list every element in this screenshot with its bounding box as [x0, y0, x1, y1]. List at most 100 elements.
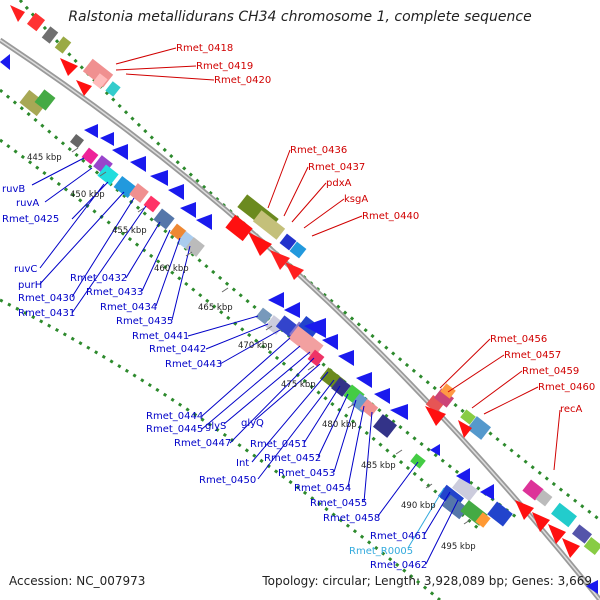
gene-label[interactable]: Rmet_R0005: [349, 546, 413, 557]
map-title: Ralstonia metallidurans CH34 chromosome …: [68, 9, 532, 25]
gene-block: [153, 208, 175, 230]
gene-label[interactable]: ksgA: [344, 194, 368, 205]
gene-label[interactable]: Rmet_0437: [308, 162, 365, 173]
tick-label: 445 kbp: [27, 153, 62, 163]
gene-label[interactable]: Rmet_0440: [362, 211, 419, 222]
gene-arrow: [84, 124, 98, 138]
leader-line: [223, 351, 311, 425]
leader-line: [201, 345, 301, 430]
gene-label[interactable]: Rmet_0444: [146, 411, 203, 422]
gene-label[interactable]: Rmet_0447: [174, 438, 231, 449]
forward-leader-lines: [115, 47, 561, 471]
gene-arrow: [515, 500, 534, 520]
gene-arrow: [100, 132, 114, 146]
leader-line: [125, 73, 215, 81]
gene-label[interactable]: Rmet_0436: [290, 145, 347, 156]
gene-arrow: [562, 538, 580, 558]
gene-arrow: [268, 292, 284, 308]
gene-label[interactable]: glyS: [205, 421, 226, 432]
gene-block: [475, 512, 491, 528]
leader-line: [187, 315, 259, 337]
gene-label[interactable]: Rmet_0453: [278, 468, 335, 479]
gene-block: [81, 147, 99, 165]
gene-block: [410, 453, 426, 469]
gene-label[interactable]: Rmet_0443: [165, 359, 222, 370]
gene-label[interactable]: Rmet_0461: [370, 531, 427, 542]
leader-line: [229, 357, 315, 444]
tick-label: 475 kbp: [281, 380, 316, 390]
gene-label[interactable]: Rmet_0450: [199, 475, 256, 486]
gene-label[interactable]: Int: [236, 458, 249, 469]
gene-label[interactable]: Rmet_0458: [323, 513, 380, 524]
gene-arrow: [285, 262, 304, 280]
reverse-inner-dotted-track: [0, 138, 481, 532]
leader-line: [39, 191, 125, 285]
gene-block: [92, 73, 108, 89]
gene-label[interactable]: Rmet_0460: [538, 382, 595, 393]
leader-line: [311, 215, 363, 237]
leader-line: [115, 65, 197, 71]
gene-label[interactable]: Rmet_0456: [490, 334, 547, 345]
gene-label[interactable]: Rmet_0451: [250, 439, 307, 450]
gene-label[interactable]: Rmet_0433: [86, 287, 143, 298]
gene-label[interactable]: Rmet_0452: [264, 453, 321, 464]
gene-label[interactable]: Rmet_0462: [370, 560, 427, 571]
gene-block: [105, 81, 121, 97]
gene-label[interactable]: Rmet_0432: [70, 273, 127, 284]
leader-line: [219, 329, 281, 365]
leader-line: [31, 157, 85, 186]
leader-line: [44, 167, 93, 203]
leader-line: [171, 245, 191, 321]
reverse-leader-lines: [31, 157, 459, 565]
tick: [347, 403, 355, 409]
leader-line: [425, 499, 459, 565]
gene-label[interactable]: Rmet_0418: [176, 43, 233, 54]
gene-label[interactable]: ruvC: [14, 264, 37, 275]
accession-label: Accession: NC_007973: [9, 574, 146, 588]
reverse-genes: [0, 54, 598, 594]
gene-label[interactable]: ruvA: [16, 198, 39, 209]
leader-line: [347, 405, 365, 488]
tick: [99, 171, 107, 177]
gene-block: [54, 36, 72, 54]
tick: [425, 483, 433, 489]
gene-arrow: [150, 170, 168, 186]
gene-label[interactable]: purH: [18, 280, 42, 291]
leader-line: [423, 491, 451, 536]
gene-label[interactable]: Rmet_0442: [149, 344, 206, 355]
gene-arrow: [586, 580, 598, 594]
gene-arrow: [10, 5, 25, 22]
gene-label[interactable]: ruvB: [2, 184, 25, 195]
leader-line: [251, 371, 329, 463]
gene-label[interactable]: Rmet_0420: [214, 75, 271, 86]
forward-gene-labels: Rmet_0418 Rmet_0419 Rmet_0420 Rmet_0436 …: [176, 43, 595, 415]
gene-label[interactable]: Rmet_0454: [294, 483, 351, 494]
gene-arrow: [425, 406, 446, 426]
gene-label[interactable]: Rmet_0419: [196, 61, 253, 72]
gene-label[interactable]: Rmet_0459: [522, 366, 579, 377]
gene-arrow: [480, 484, 494, 500]
gene-label[interactable]: Rmet_0445: [146, 424, 203, 435]
tick-labels: 445 kbp 450 kbp 455 kbp 460 kbp 465 kbp …: [27, 153, 476, 552]
gene-label[interactable]: Rmet_0430: [18, 293, 75, 304]
gene-label[interactable]: Rmet_0435: [116, 316, 173, 327]
leader-line: [303, 198, 345, 229]
gene-arrow: [60, 58, 78, 76]
tick: [395, 449, 403, 455]
gene-label[interactable]: glyQ: [241, 418, 264, 429]
gene-label[interactable]: pdxA: [326, 178, 352, 189]
gene-label[interactable]: Rmet_0455: [310, 498, 367, 509]
gene-label[interactable]: Rmet_0457: [504, 350, 561, 361]
gene-label[interactable]: Rmet_0434: [100, 302, 157, 313]
tick: [221, 287, 229, 293]
rna-gene-labels: Rmet_R0005: [349, 546, 413, 557]
gene-arrow: [430, 444, 440, 456]
gene-label[interactable]: Rmet_0431: [18, 308, 75, 319]
leader-line: [254, 363, 321, 421]
gene-label[interactable]: Rmet_0425: [2, 214, 59, 225]
gene-block: [69, 133, 85, 149]
gene-arrow: [322, 334, 338, 350]
tick-label: 470 kbp: [238, 341, 273, 351]
gene-label[interactable]: recA: [560, 404, 583, 415]
gene-label[interactable]: Rmet_0441: [132, 331, 189, 342]
